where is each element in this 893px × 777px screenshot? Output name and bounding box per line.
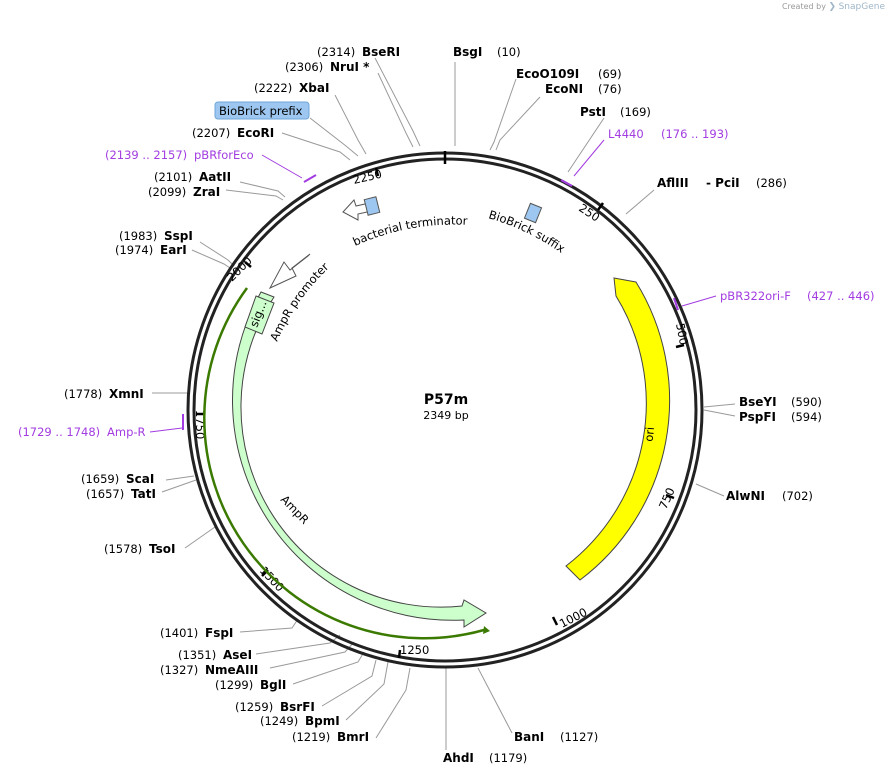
enzyme-name-bsgi[interactable]: BsgI <box>453 45 482 59</box>
enzyme-pos-ecoo109i: (69) <box>598 67 622 81</box>
enzyme-name-nmeaiii[interactable]: NmeAIII <box>205 663 258 677</box>
enzyme-name-tati[interactable]: TatI <box>131 487 156 501</box>
ampr-label: AmpR <box>278 492 312 526</box>
watermark: Created by ❯ SnapGene <box>782 2 885 12</box>
enzyme-name-xmni[interactable]: XmnI <box>109 387 144 401</box>
tick-label-750: 750 <box>656 485 678 511</box>
enzyme-pos-nmeaiii: (1327) <box>160 663 198 677</box>
enzyme-name-zrai[interactable]: ZraI <box>193 185 220 199</box>
enzyme-name-ahdi[interactable]: AhdI <box>443 751 474 765</box>
primer-connectors <box>149 139 717 433</box>
enzyme-name-bseyi[interactable]: BseYI <box>739 395 777 409</box>
primer-range-l4440: (176 .. 193) <box>661 127 729 141</box>
biobrick-suffix-feature[interactable] <box>523 202 543 224</box>
enzyme-name-xbai[interactable]: XbaI <box>299 81 329 95</box>
primer-name-pbrforeco[interactable]: pBRforEco <box>194 148 254 162</box>
enzyme-name-scai[interactable]: ScaI <box>126 472 154 486</box>
enzyme-name-afliii[interactable]: AflIII <box>657 176 689 190</box>
enzyme-name-pspfi[interactable]: PspFI <box>739 410 776 424</box>
enzyme-pos-asei: (1351) <box>178 648 216 662</box>
enzyme-name-bsrfi[interactable]: BsrFI <box>280 700 315 714</box>
enzyme-name-alwni[interactable]: AlwNI <box>726 489 765 503</box>
enzyme-name-aatii[interactable]: AatII <box>199 170 231 184</box>
enzyme-pos-bsrfi: (1259) <box>235 700 273 714</box>
enzyme-name-eari[interactable]: EarI <box>160 243 187 257</box>
enzyme-pos-econi: (76) <box>598 82 622 96</box>
enzyme-name-ecori[interactable]: EcoRI <box>237 126 274 140</box>
ampr-promoter-label: AmpR promoter <box>267 259 332 343</box>
enzyme-name-econi[interactable]: EcoNI <box>545 82 583 96</box>
enzyme-pos-scai: (1659) <box>81 472 119 486</box>
biobrick-prefix-box[interactable] <box>214 101 310 120</box>
tick-label-2000: 2000 <box>224 254 255 285</box>
enzyme-pos-bani: (1127) <box>560 730 598 744</box>
snapgene-logo-icon: ❯ <box>828 2 837 12</box>
enzyme-name-fspi[interactable]: FspI <box>205 626 233 640</box>
tick-label-500: 500 <box>673 322 691 346</box>
enzyme-name-tsoi[interactable]: TsoI <box>149 542 175 556</box>
enzyme-pos-alwni: (702) <box>782 489 813 503</box>
enzyme-pos-ecori: (2207) <box>192 126 230 140</box>
enzyme-name-bpmi[interactable]: BpmI <box>305 714 340 728</box>
enzyme-pos-tati: (1657) <box>86 487 124 501</box>
enzyme-name-nrui[interactable]: NruI * <box>330 60 370 74</box>
enzyme-name-psti[interactable]: PstI <box>580 105 606 119</box>
enzyme-pos-bpmi: (1249) <box>260 714 298 728</box>
sig-feature[interactable] <box>244 295 275 335</box>
ampr-orf-arrowhead <box>483 626 490 634</box>
enzyme-name-bgli[interactable]: BglI <box>260 678 286 692</box>
terminator-marker <box>363 196 381 216</box>
enzyme-pos-tsoi: (1578) <box>104 542 142 556</box>
enzyme-name-bani[interactable]: BanI <box>514 730 544 744</box>
enzyme-pos-bseri: (2314) <box>317 45 355 59</box>
enzyme-pos-bmri: (1219) <box>292 730 330 744</box>
primer-name-pbr322ori-f[interactable]: pBR322ori-F <box>720 289 791 303</box>
enzyme-pos-psti: (169) <box>620 105 651 119</box>
plasmid-name: P57m <box>424 392 468 408</box>
enzyme-name-ecoo109i[interactable]: EcoO109I <box>516 67 579 81</box>
ori-label: ori <box>642 426 657 442</box>
tick-label-1250: 1250 <box>400 643 429 657</box>
bacterial-terminator-label: bacterial terminator <box>351 214 469 249</box>
connector-lines <box>152 57 736 750</box>
primer-name-l4440[interactable]: L4440 <box>608 127 644 141</box>
enzyme-pos-xmni: (1778) <box>64 387 102 401</box>
enzyme-pos-sspi: (1983) <box>119 229 157 243</box>
enzyme-pos-zrai: (2099) <box>148 185 186 199</box>
ori-feature[interactable] <box>565 277 671 581</box>
watermark-created-by: Created by <box>781 2 826 11</box>
enzyme-pos-bgli: (1299) <box>215 678 253 692</box>
ampr-promoter-feature[interactable] <box>268 253 311 290</box>
enzyme-pos-eari: (1974) <box>115 243 153 257</box>
enzyme-pos-pspfi: (594) <box>791 410 822 424</box>
enzyme-pos-nrui: (2306) <box>285 60 323 74</box>
enzyme-pos-bsgi: (10) <box>497 45 521 59</box>
enzyme-pos-fspi: (1401) <box>160 626 198 640</box>
enzyme-name-asei[interactable]: AseI <box>223 648 252 662</box>
enzyme-name-bmri[interactable]: BmrI <box>337 730 369 744</box>
enzyme-name-bseri[interactable]: BseRI <box>362 45 400 59</box>
enzyme-pos-bseyi: (590) <box>791 395 822 409</box>
enzyme-pos-aatii: (2101) <box>154 170 192 184</box>
enzyme-labels: (2314) BseRI (2306) NruI * (2222) XbaI (… <box>64 45 822 765</box>
primer-range-pbrforeco: (2139 .. 2157) <box>105 148 187 162</box>
enzyme-pos-xbai: (2222) <box>254 81 292 95</box>
enzyme-name-pcii[interactable]: - PciI <box>706 176 740 190</box>
primer-range-amp-r: (1729 .. 1748) <box>18 425 100 439</box>
enzyme-name-sspi[interactable]: SspI <box>164 229 193 243</box>
primer-labels: L4440 (176 .. 193) pBR322ori-F (427 .. 4… <box>18 127 875 439</box>
enzyme-pos-pcii: (286) <box>756 176 787 190</box>
primer-marks <box>182 174 679 430</box>
watermark-brand: SnapGene <box>838 2 885 12</box>
enzyme-pos-ahdi: (1179) <box>489 751 527 765</box>
tick-label-2250: 2250 <box>352 167 384 187</box>
ampr-orf <box>203 287 485 640</box>
primer-name-amp-r[interactable]: Amp-R <box>107 425 146 439</box>
primer-range-pbr322ori-f: (427 .. 446) <box>807 289 875 303</box>
biobrick-prefix-label: BioBrick prefix <box>219 104 303 118</box>
plasmid-length: 2349 bp <box>423 409 468 422</box>
